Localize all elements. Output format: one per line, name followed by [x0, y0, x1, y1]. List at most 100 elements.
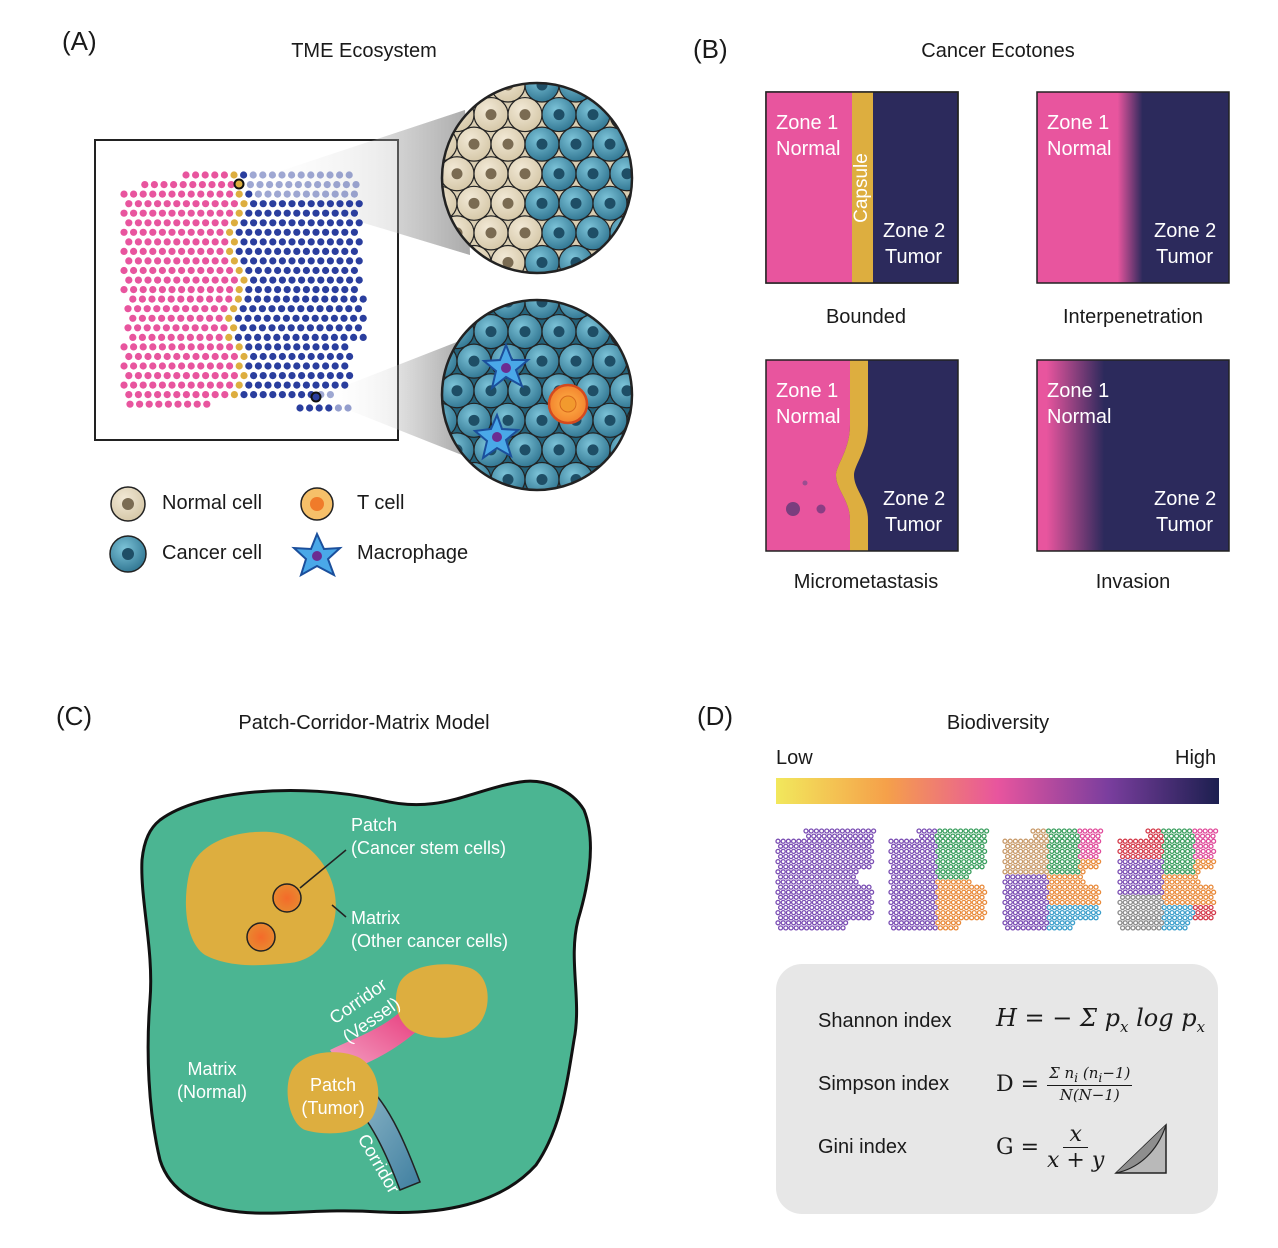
- spatial-spot: [230, 171, 238, 179]
- tissue-spot: [1192, 884, 1199, 890]
- spatial-spot: [221, 219, 229, 227]
- spatial-spot: [226, 228, 234, 236]
- normal-cell: [389, 68, 423, 102]
- cancer-cell: [542, 38, 576, 72]
- spatial-spot: [210, 324, 218, 332]
- spatial-spot: [340, 314, 348, 322]
- tissue-spot: [835, 884, 841, 890]
- tissue-spot: [942, 853, 949, 860]
- tissue-spot: [957, 828, 964, 834]
- tissue-spot: [1012, 909, 1019, 916]
- spatial-spot: [130, 381, 138, 389]
- tissue-spot: [798, 864, 805, 870]
- tissue-spot: [1049, 869, 1055, 875]
- tissue-spot: [1059, 909, 1065, 916]
- tissue-spot: [948, 843, 954, 849]
- tissue-spot: [865, 828, 872, 834]
- tissue-spot: [1117, 889, 1123, 895]
- spatial-spot: [202, 200, 210, 208]
- tissue-spot: [1095, 848, 1102, 855]
- tissue-spot: [1049, 848, 1055, 855]
- tissue-spot: [1025, 915, 1032, 921]
- tissue-spot: [1205, 848, 1212, 855]
- tissue-spot: [953, 925, 959, 931]
- spatial-spot: [264, 228, 272, 236]
- spatial-spot: [202, 276, 210, 284]
- tissue-spot: [827, 909, 833, 916]
- tissue-spot: [1056, 925, 1063, 931]
- tissue-spot: [1080, 838, 1086, 844]
- spatial-spot: [298, 200, 306, 208]
- tissue-spot: [1064, 869, 1071, 875]
- tissue-spot: [775, 848, 781, 855]
- tissue-spot: [1002, 920, 1008, 926]
- tissue-spot: [863, 838, 870, 844]
- tissue-spot: [832, 869, 838, 875]
- tissue-spot: [981, 889, 988, 895]
- tissue-spot: [1174, 889, 1180, 895]
- tissue-spot: [888, 838, 894, 844]
- tissue-spot: [898, 889, 905, 895]
- tissue-spot: [1067, 894, 1073, 900]
- spatial-spot: [330, 314, 338, 322]
- formula-box: [776, 964, 1218, 1214]
- tissue-spot: [1210, 833, 1216, 839]
- tissue-spot: [1043, 909, 1050, 916]
- spatial-spot: [235, 209, 243, 217]
- tissue-spot: [896, 925, 902, 931]
- spatial-spot: [325, 404, 333, 412]
- spatial-spot: [126, 400, 134, 408]
- tissue-spot: [785, 858, 792, 865]
- tissue-spot: [832, 909, 838, 916]
- tissue-spot: [1010, 853, 1016, 860]
- tissue-spot: [1088, 884, 1094, 890]
- spatial-spot: [145, 400, 153, 408]
- normal-cell: [406, 38, 440, 72]
- tissue-spot: [968, 864, 975, 870]
- spatial-spot: [144, 219, 152, 227]
- spatial-spot: [240, 391, 248, 399]
- tissue-spot: [855, 915, 862, 921]
- tissue-spot: [1007, 879, 1013, 885]
- tissue-spot: [1125, 904, 1131, 911]
- cancer-cell: [678, 275, 712, 309]
- tissue-spot: [1135, 874, 1141, 880]
- tissue-spot: [809, 915, 815, 921]
- tissue-spot: [898, 858, 905, 865]
- tissue-spot: [868, 858, 875, 865]
- tissue-spot: [927, 894, 933, 900]
- tissue-spot: [1017, 858, 1024, 865]
- spatial-spot: [306, 324, 314, 332]
- spatial-spot: [178, 343, 186, 351]
- tissue-spot: [1171, 915, 1178, 921]
- tissue-spot: [1169, 909, 1175, 916]
- tissue-spot: [1095, 889, 1102, 895]
- tissue-spot: [963, 828, 969, 834]
- spatial-spot: [240, 219, 248, 227]
- tissue-spot: [1151, 894, 1157, 900]
- tissue-spot: [814, 884, 820, 890]
- spatial-spot: [258, 305, 266, 313]
- tissue-spot: [893, 920, 899, 926]
- tissue-spot: [1017, 920, 1024, 926]
- tissue-spot: [1192, 904, 1199, 911]
- tissue-spot: [814, 874, 820, 880]
- spatial-spot: [167, 314, 175, 322]
- spatial-spot: [163, 219, 171, 227]
- spatial-spot: [187, 247, 195, 255]
- tissue-spot: [955, 879, 962, 885]
- tissue-spot: [1043, 920, 1050, 926]
- tissue-spot: [842, 879, 849, 885]
- tissue-spot: [1077, 828, 1083, 834]
- tissue-spot: [963, 904, 970, 911]
- tissue-spot: [777, 925, 784, 931]
- spatial-spot: [288, 219, 296, 227]
- tissue-spot: [1023, 838, 1029, 844]
- tissue-spot: [814, 864, 820, 870]
- tissue-spot: [845, 894, 851, 900]
- spatial-spot: [296, 404, 304, 412]
- tissue-spot: [1084, 833, 1091, 839]
- tissue-spot: [927, 915, 933, 921]
- tissue-spot: [953, 904, 959, 911]
- tissue-spot: [868, 889, 875, 895]
